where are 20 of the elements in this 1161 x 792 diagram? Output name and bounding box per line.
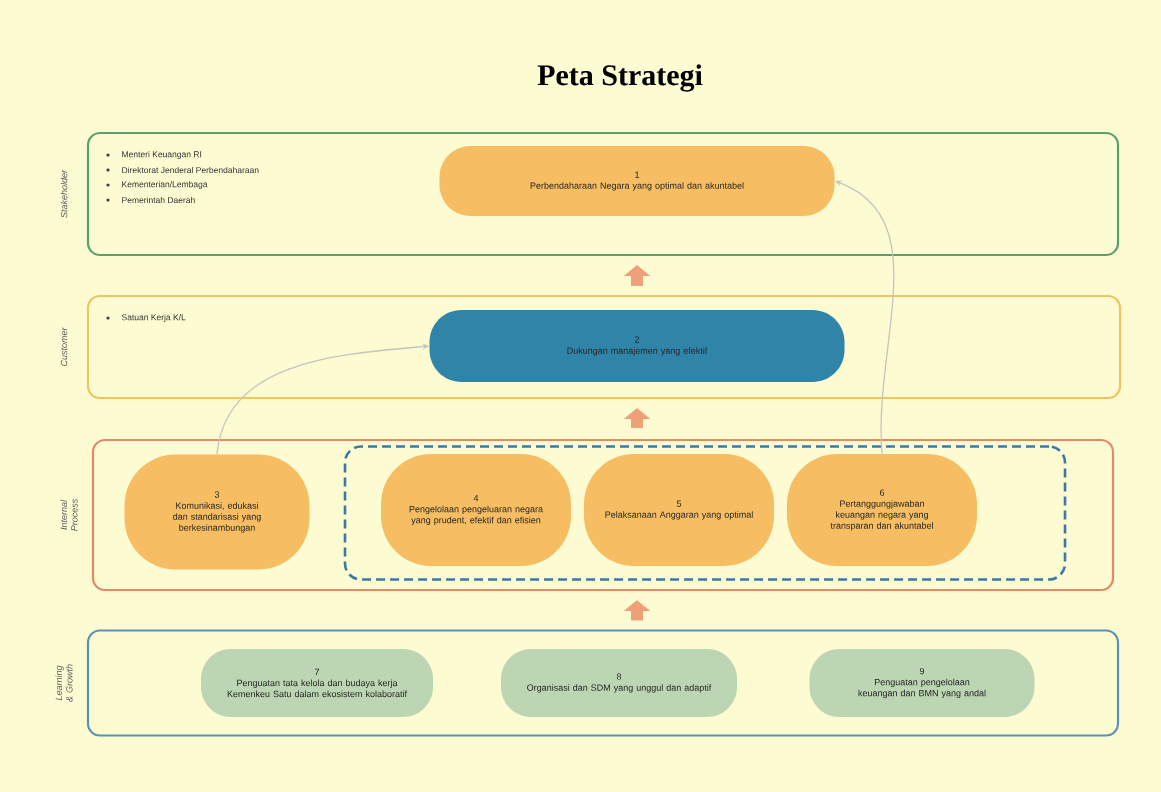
bullet-item: Satuan Kerja K/L (106, 314, 186, 322)
lane-label: Learning & Growth (55, 664, 73, 702)
objective-pill: 1 Perbendaharaan Negara yang optimal dan akuntabel (439, 146, 835, 216)
bullet-item: Menteri Keuangan RI (106, 151, 202, 159)
title: Peta Strategi (537, 64, 703, 92)
lane-label: Customer (60, 327, 68, 366)
bullet-item: Kementerian/Lembaga (106, 181, 208, 189)
objective-pill: 3 Komunikasi, edukasi dan standarisasi yang berkesinambungan (124, 454, 310, 570)
objective-pill: 4 Pengelolaan pengeluaran negara yang prudent, efektif dan efisien (381, 454, 571, 566)
lane-label: Stakeholder (60, 169, 68, 218)
objective-pill: 6 Pertanggungjawaban keuangan negara yang transparan dan akuntabel (787, 454, 977, 566)
objective-pill: 5 Pelaksanaan Anggaran yang optimal (584, 454, 774, 566)
objective-pill: 2 Dukungan manajemen yang efektif (429, 310, 845, 382)
objective-pill: 9 Penguatan pengelolaan keuangan dan BMN yang andal (809, 649, 1035, 717)
bullet-item: Pemerintah Daerah (106, 196, 195, 204)
bullet-item: Direktorat Jenderal Perbendaharaan (106, 166, 259, 174)
objective-pill: 7 Penguatan tata kelola dan budaya kerja Kemenkeu Satu dalam ekosistem kolaboratif (201, 649, 433, 717)
lane-label: Internal Process (60, 498, 78, 531)
dashed-group-box (343, 445, 1067, 581)
objective-pill: 8 Organisasi dan SDM yang unggul dan adaptif (501, 649, 737, 717)
